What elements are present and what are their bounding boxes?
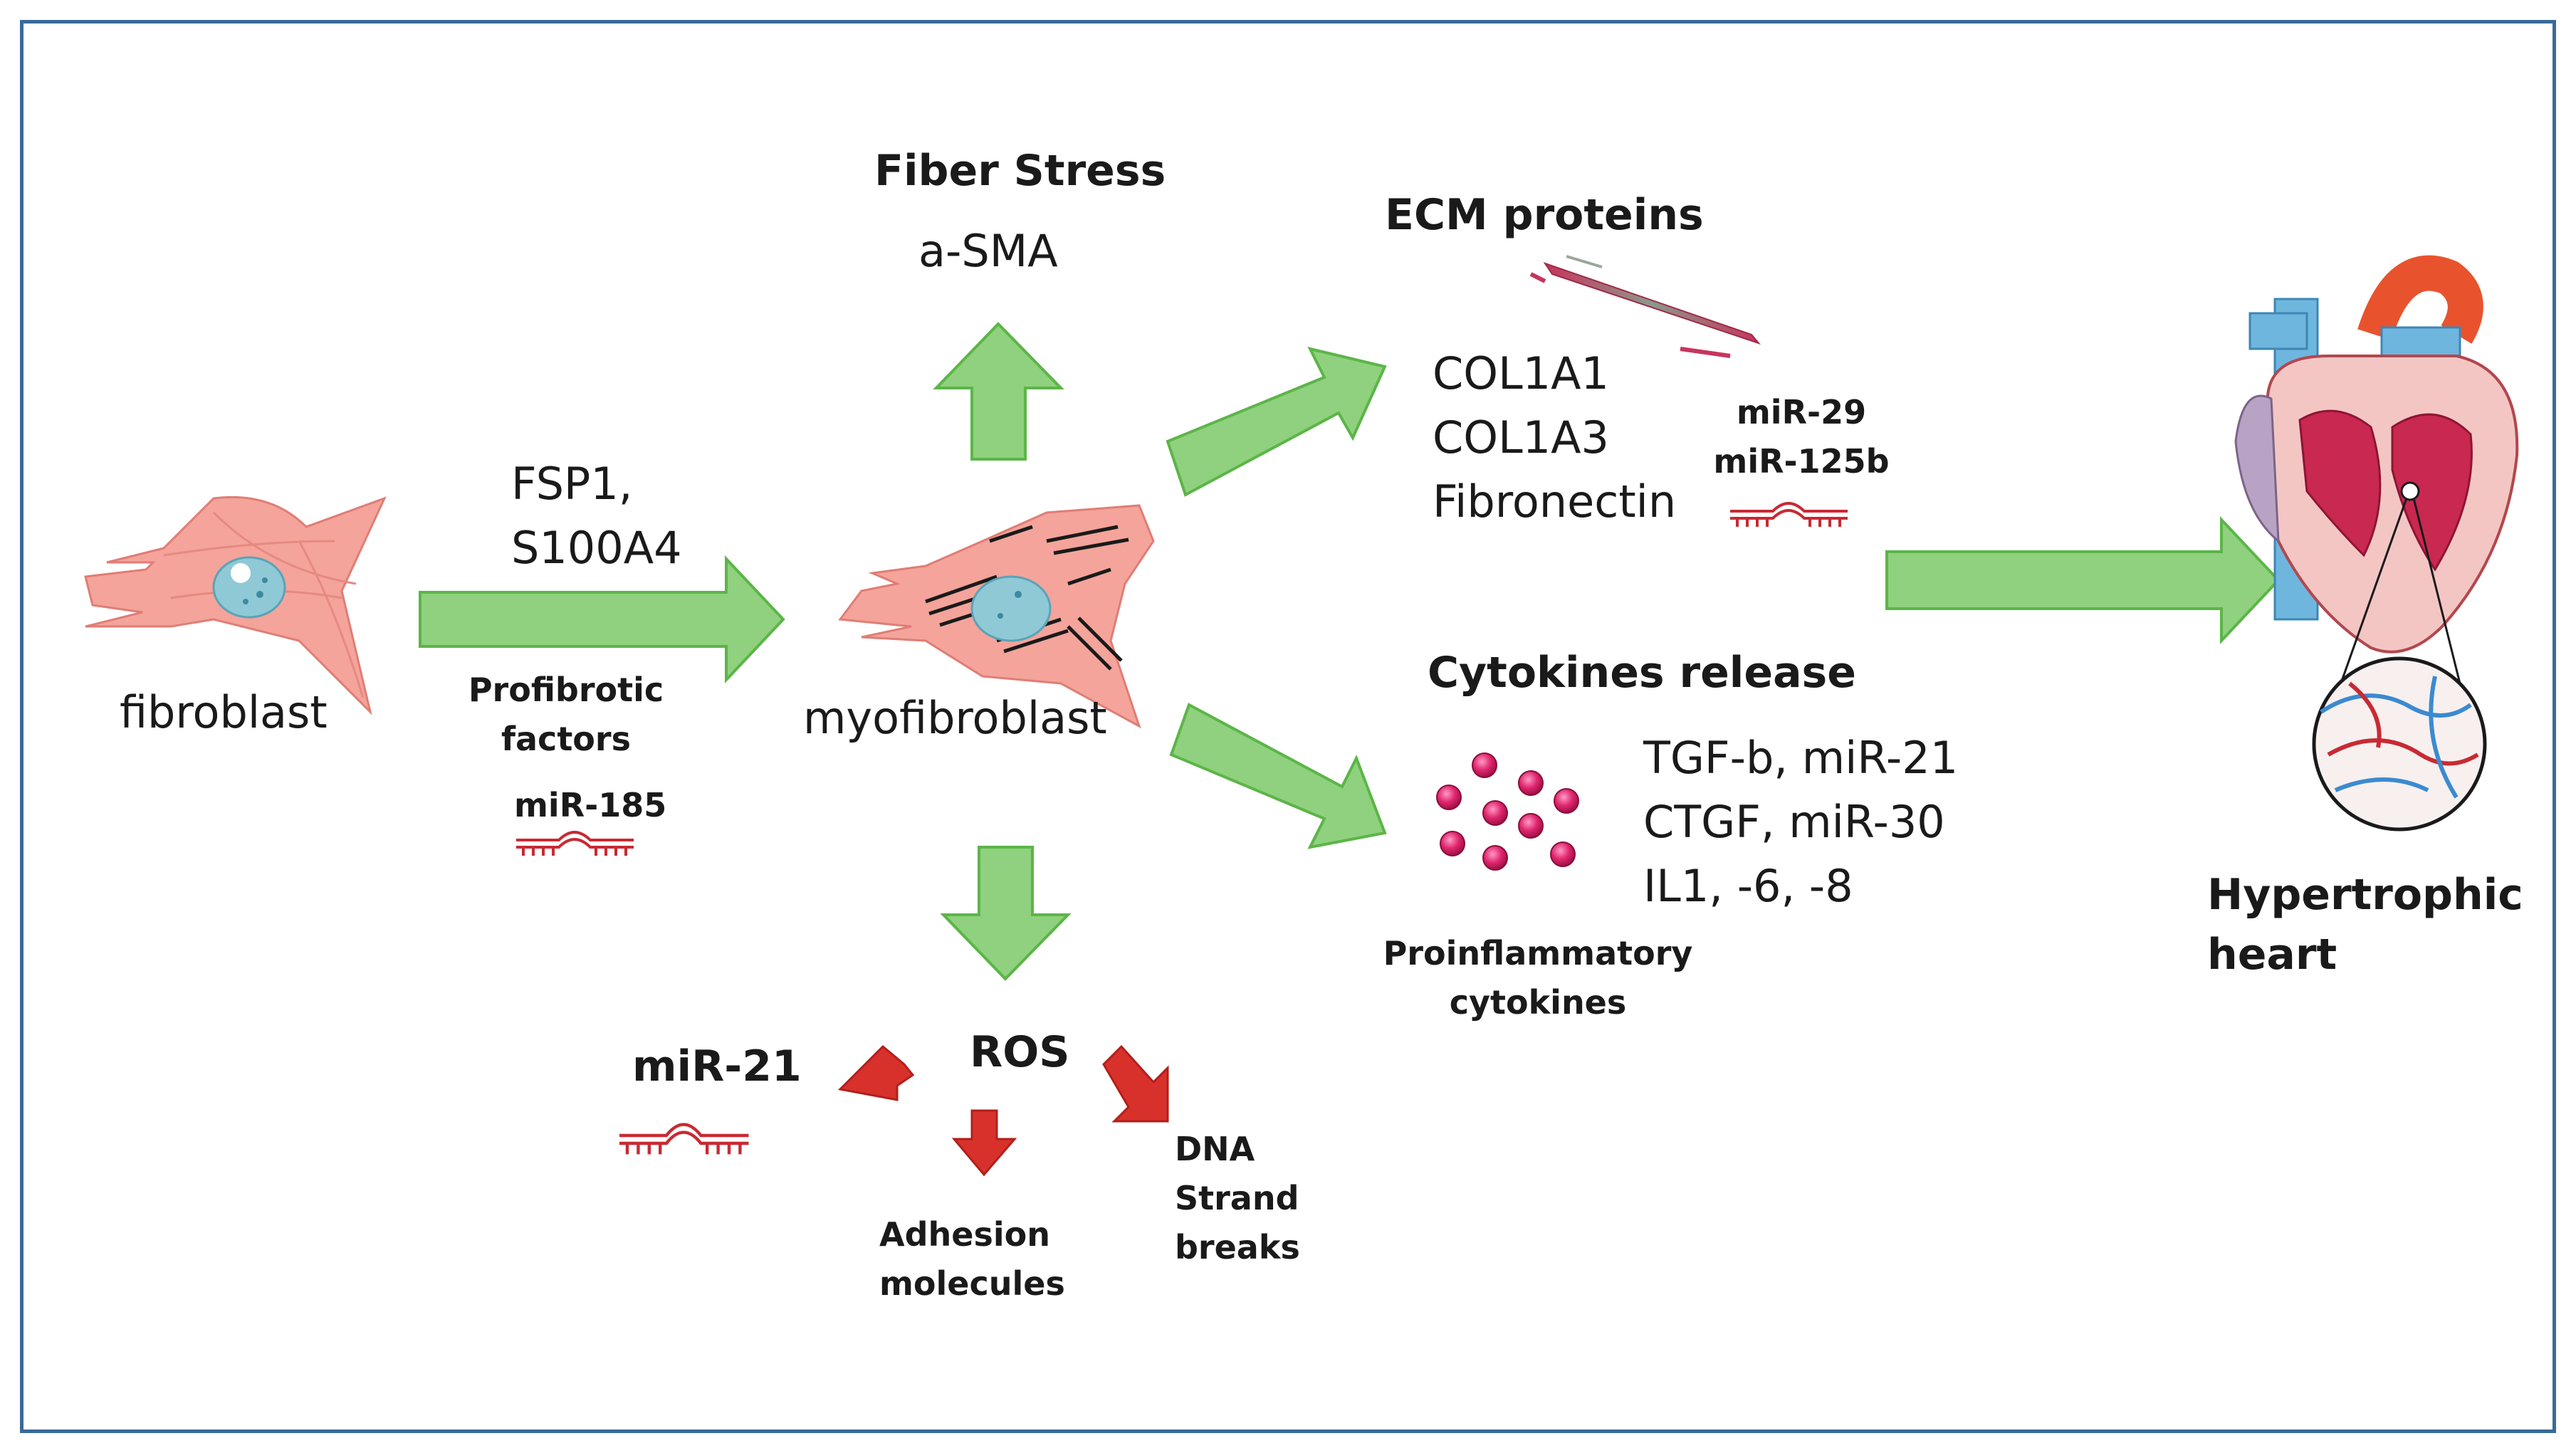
arrow-to-fiber-stress [933,322,1064,461]
fiber-stress-title: Fiber Stress [874,146,1166,196]
ecm-mirna-item: miR-125b [1713,442,1890,481]
profibrotic-line: factors [501,720,631,758]
marker-line: FSP1, [511,458,633,510]
adhesion-line: Adhesion [879,1215,1050,1254]
profibrotic-line: Profibrotic [468,671,664,709]
cytokine-item: IL1, -6, -8 [1643,859,1853,912]
proinflammatory-cytokines-label: Proinflammatory cytokines [1381,929,1695,1027]
cytokine-item: CTGF, miR-30 [1643,795,1945,848]
cytokine-item: TGF-b, miR-21 [1643,732,1959,784]
myofibroblast-label: myofibroblast [803,692,1107,744]
fibroblast-label: fibroblast [120,686,328,738]
caption-line: Proinflammatory [1383,934,1693,972]
cytokines-release-title: Cytokines release [1428,648,1856,698]
adhesion-line: molecules [879,1264,1065,1303]
arrow-to-cytokines [1169,703,1387,849]
heart-line: heart [2207,930,2337,980]
mirna-hairpin-icon [516,831,634,856]
dna-strand-breaks-label: DNA Strand breaks [1175,1125,1300,1272]
arrow-ros-to-mir21 [837,1044,915,1101]
marker-line: S100A4 [511,521,682,574]
arrow-ros-to-dna [1102,1044,1169,1123]
arrow-fibroblast-to-myofibroblast [419,555,785,684]
fibroblast-cell-image [84,495,387,715]
collagen-fiber-image [1529,255,1761,358]
dna-line: Strand [1175,1179,1299,1217]
mir185-label: miR-185 [514,786,667,824]
ecm-protein-item: COL1A1 [1433,347,1609,399]
diagram-frame [20,20,2556,1433]
heart-line: Hypertrophic [2207,870,2523,920]
caption-line: cytokines [1449,983,1627,1022]
mirna-hairpin-icon [1730,502,1848,527]
ros-title: ROS [970,1027,1070,1077]
profibrotic-factors-label: Profibrotic factors [466,666,666,764]
arrow-ros-to-adhesion [951,1109,1017,1177]
adhesion-molecules-label: Adhesion molecules [879,1210,1065,1308]
hypertrophic-heart-label: Hypertrophic heart [2207,865,2523,985]
ecm-protein-item: COL1A3 [1433,411,1609,463]
cytokine-list: TGF-b, miR-21 CTGF, miR-30 IL1, -6, -8 [1643,726,1958,918]
ecm-protein-list: COL1A1 COL1A3 Fibronectin [1433,342,1676,534]
myofibroblast-cell-image [838,504,1155,729]
arrow-to-hypertrophic-heart [1885,515,2281,645]
marker-label: FSP1, S100A4 [511,452,682,580]
cytokine-dots-image [1436,752,1579,871]
ros-mir21-label: miR-21 [632,1042,802,1091]
mirna-hairpin-icon [619,1123,749,1155]
arrow-to-ecm-proteins [1166,347,1387,497]
hypertrophic-heart-image [2234,255,2519,832]
a-sma-label: a-SMA [918,225,1058,277]
dna-line: DNA [1175,1130,1255,1168]
ecm-protein-item: Fibronectin [1433,475,1677,528]
ecm-mirna-item: miR-29 [1736,393,1867,431]
dna-line: breaks [1175,1228,1300,1266]
ecm-proteins-title: ECM proteins [1385,190,1704,240]
ecm-mirna-label: miR-29 miR-125b [1705,388,1897,486]
arrow-to-ros [940,846,1072,981]
